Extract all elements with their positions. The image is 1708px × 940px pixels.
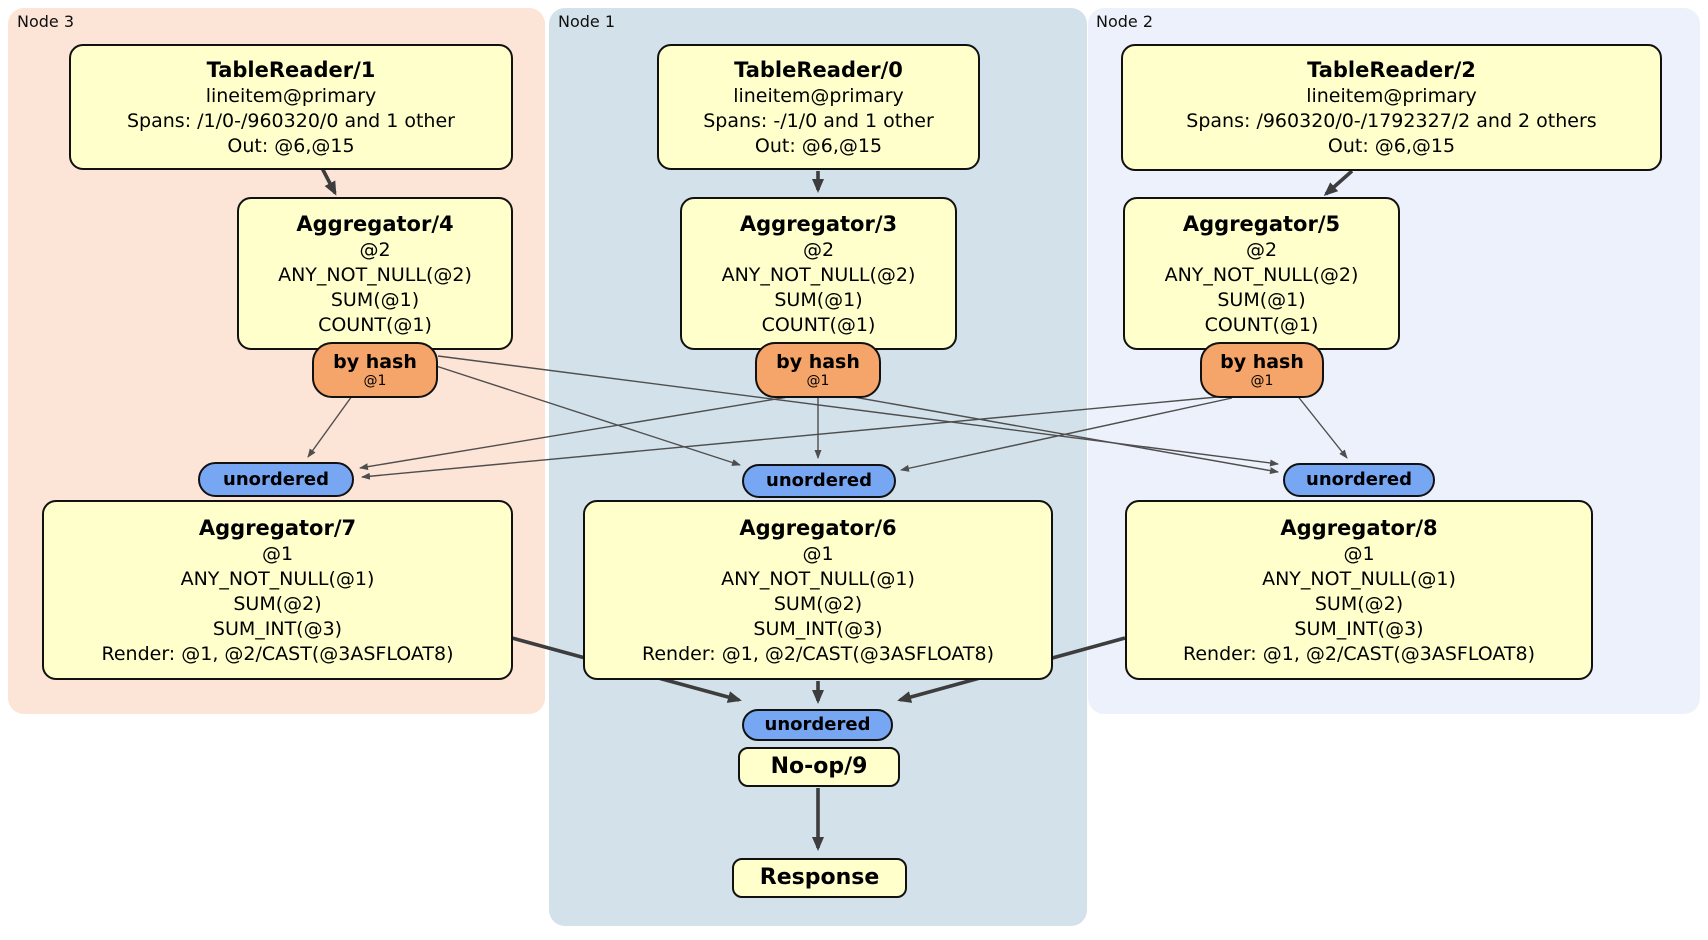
processor-title: Aggregator/6 <box>739 515 897 540</box>
unordered-sync-node2: unordered <box>1283 463 1435 497</box>
processor-title: No-op/9 <box>770 754 868 779</box>
agg-spec: SUM(@2) <box>1314 592 1404 615</box>
processor-title: TableReader/0 <box>734 57 903 82</box>
unordered-sync-final: unordered <box>742 709 893 741</box>
sync-label: unordered <box>766 470 872 491</box>
agg-spec: ANY_NOT_NULL(@1) <box>721 567 915 590</box>
table-reader-1-box: TableReader/1 lineitem@primary Spans: /1… <box>69 44 513 170</box>
agg-spec: ANY_NOT_NULL(@1) <box>180 567 375 590</box>
render-label: Render: @1, @2/CAST(@3ASFLOAT8) <box>642 642 994 665</box>
spans-label: Spans: -/1/0 and 1 other <box>703 109 934 132</box>
aggregator-3-box: Aggregator/3 @2 ANY_NOT_NULL(@2) SUM(@1)… <box>680 197 957 350</box>
unordered-sync-node3: unordered <box>198 462 354 497</box>
agg-spec: @2 <box>802 238 835 261</box>
agg-spec: COUNT(@1) <box>1204 313 1319 336</box>
hash-router-node2: by hash @1 <box>1200 342 1324 398</box>
agg-spec: COUNT(@1) <box>761 313 876 336</box>
router-label: by hash <box>1220 351 1304 373</box>
agg-spec: SUM_INT(@3) <box>1294 617 1424 640</box>
processor-title: Aggregator/8 <box>1280 515 1438 540</box>
router-detail: @1 <box>363 373 387 389</box>
agg-spec: ANY_NOT_NULL(@2) <box>721 263 916 286</box>
processor-title: Aggregator/4 <box>296 211 454 236</box>
agg-spec: @1 <box>802 542 834 565</box>
processor-title: TableReader/2 <box>1307 58 1476 82</box>
hash-router-node1: by hash @1 <box>755 342 881 398</box>
index-label: lineitem@primary <box>733 84 904 107</box>
out-label: Out: @6,@15 <box>227 134 355 157</box>
render-label: Render: @1, @2/CAST(@3ASFLOAT8) <box>1183 642 1535 665</box>
noop-box: No-op/9 <box>738 747 900 787</box>
processor-title: Aggregator/7 <box>198 515 357 540</box>
sync-label: unordered <box>223 468 329 490</box>
region-label-node1: Node 1 <box>558 12 616 31</box>
aggregator-6-box: Aggregator/6 @1 ANY_NOT_NULL(@1) SUM(@2)… <box>583 500 1053 680</box>
agg-spec: ANY_NOT_NULL(@2) <box>1164 263 1359 286</box>
spans-label: Spans: /960320/0-/1792327/2 and 2 others <box>1186 110 1597 132</box>
response-box: Response <box>732 858 907 898</box>
agg-spec: @1 <box>1343 542 1375 565</box>
aggregator-8-box: Aggregator/8 @1 ANY_NOT_NULL(@1) SUM(@2)… <box>1125 500 1593 680</box>
out-label: Out: @6,@15 <box>754 134 883 157</box>
agg-spec: SUM(@1) <box>1217 288 1306 311</box>
table-reader-2-box: TableReader/2 lineitem@primary Spans: /9… <box>1121 44 1662 171</box>
processor-title: TableReader/1 <box>206 57 376 82</box>
agg-spec: SUM_INT(@3) <box>753 617 883 640</box>
router-detail: @1 <box>1250 373 1274 389</box>
agg-spec: @2 <box>1245 238 1278 261</box>
out-label: Out: @6,@15 <box>1327 135 1456 157</box>
agg-spec: SUM(@2) <box>773 592 863 615</box>
processor-title: Aggregator/5 <box>1182 211 1341 236</box>
agg-spec: SUM(@2) <box>233 592 322 615</box>
agg-spec: SUM(@1) <box>330 288 420 311</box>
region-label-node3: Node 3 <box>17 12 75 31</box>
aggregator-4-box: Aggregator/4 @2 ANY_NOT_NULL(@2) SUM(@1)… <box>237 197 513 350</box>
index-label: lineitem@primary <box>1306 85 1477 107</box>
unordered-sync-node1: unordered <box>742 464 896 498</box>
router-detail: @1 <box>806 373 830 389</box>
region-label-node2: Node 2 <box>1096 12 1154 31</box>
agg-spec: ANY_NOT_NULL(@2) <box>278 263 472 286</box>
agg-spec: COUNT(@1) <box>318 313 432 336</box>
agg-spec: SUM_INT(@3) <box>212 617 343 640</box>
render-label: Render: @1, @2/CAST(@3ASFLOAT8) <box>101 642 454 665</box>
processor-title: Aggregator/3 <box>739 211 898 236</box>
hash-router-node3: by hash @1 <box>312 342 438 398</box>
processor-title: Response <box>759 865 880 890</box>
table-reader-0-box: TableReader/0 lineitem@primary Spans: -/… <box>657 44 980 170</box>
agg-spec: @1 <box>261 542 294 565</box>
aggregator-7-box: Aggregator/7 @1 ANY_NOT_NULL(@1) SUM(@2)… <box>42 500 513 680</box>
sync-label: unordered <box>1306 469 1412 490</box>
agg-spec: SUM(@1) <box>774 288 863 311</box>
agg-spec: @2 <box>359 238 391 261</box>
router-label: by hash <box>776 351 860 373</box>
agg-spec: ANY_NOT_NULL(@1) <box>1262 567 1456 590</box>
aggregator-5-box: Aggregator/5 @2 ANY_NOT_NULL(@2) SUM(@1)… <box>1123 197 1400 350</box>
index-label: lineitem@primary <box>205 84 377 107</box>
router-label: by hash <box>333 351 417 373</box>
sync-label: unordered <box>764 714 871 735</box>
spans-label: Spans: /1/0-/960320/0 and 1 other <box>127 109 455 132</box>
